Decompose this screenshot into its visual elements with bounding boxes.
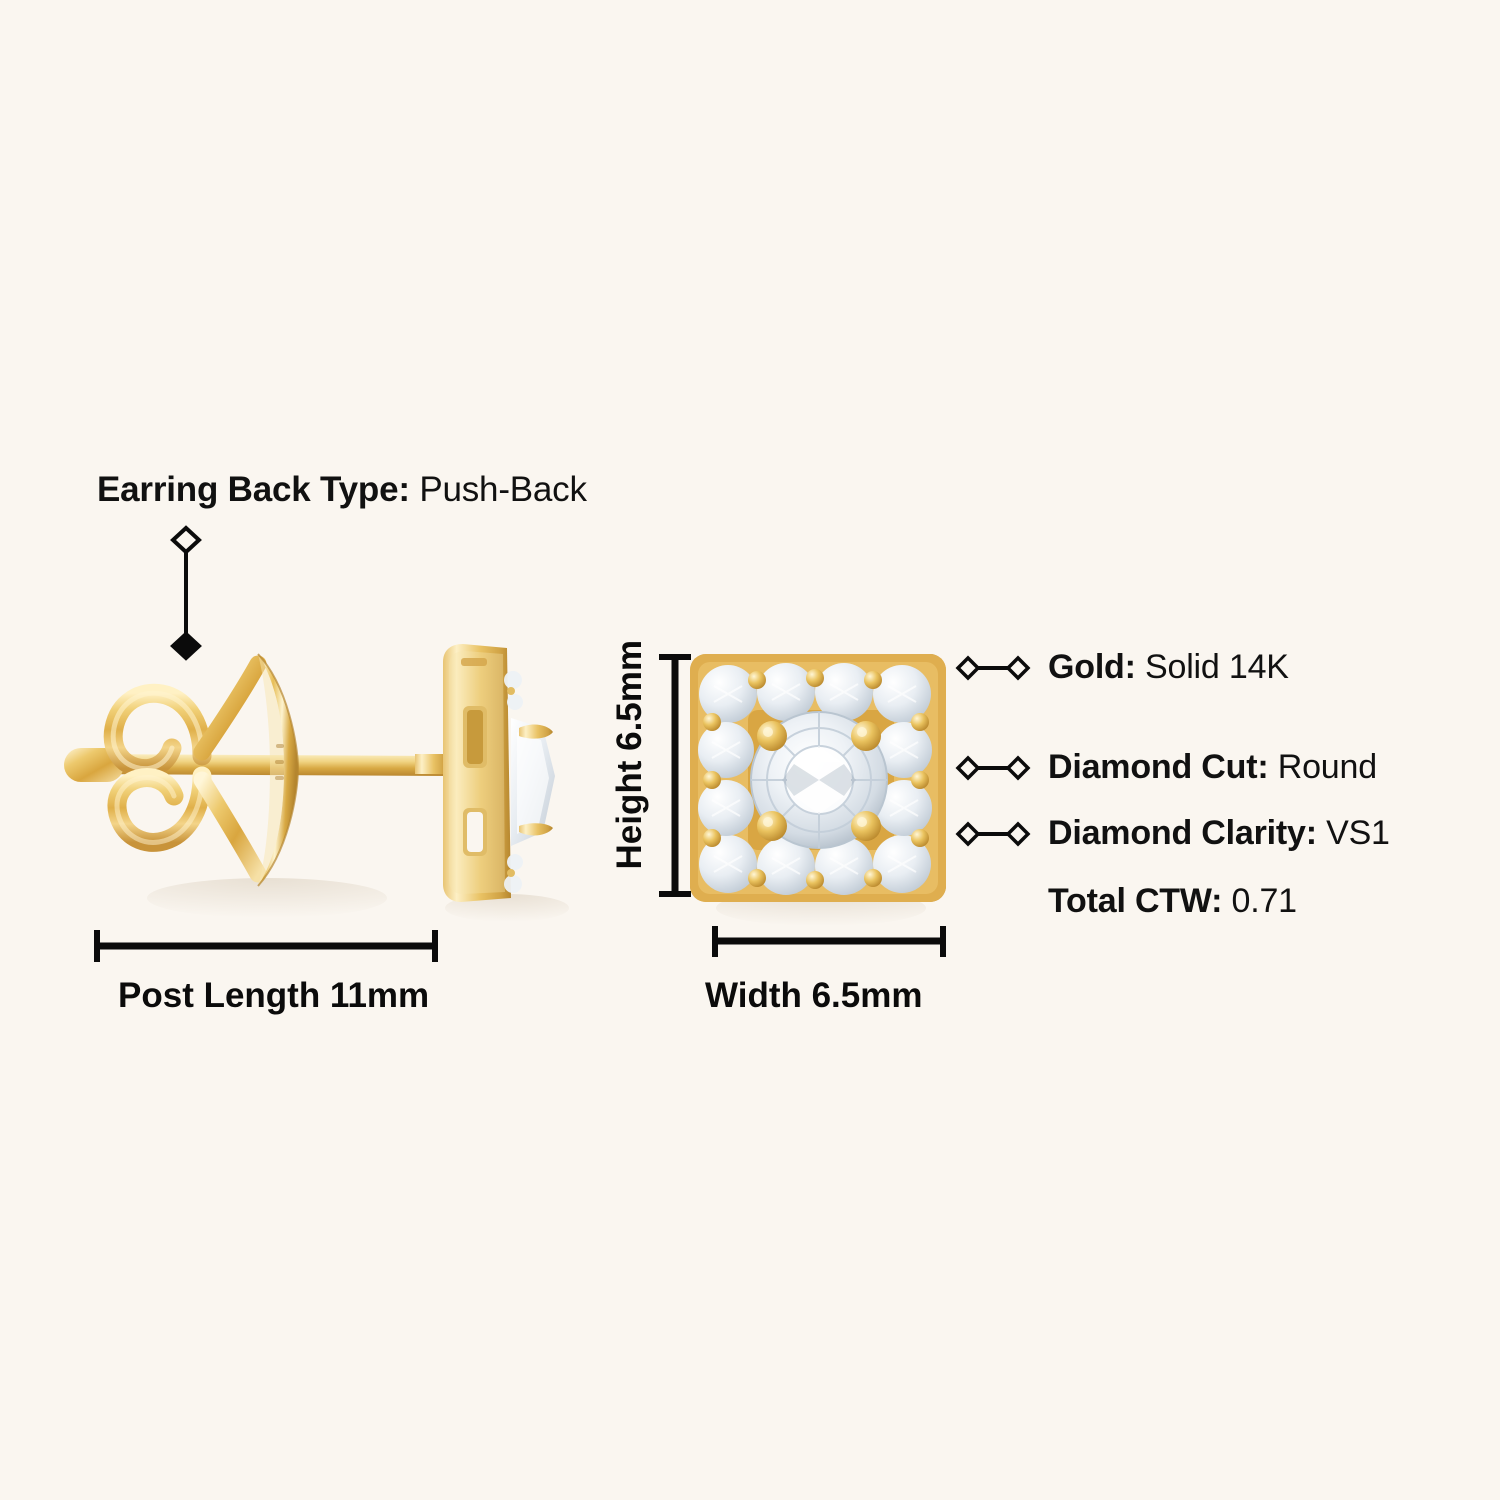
- callout-gold: Gold: Solid 14K: [1048, 650, 1289, 684]
- leader-endpoint-right-gold: [1005, 655, 1031, 681]
- dimension-label-post-length: Post Length 11mm: [118, 976, 430, 1015]
- callout-diamond-clarity: Diamond Clarity: VS1: [1048, 816, 1390, 850]
- leader-endpoint-right-diamond-clarity: [1005, 821, 1031, 847]
- dimension-label-width: Width 6.5mm: [705, 976, 923, 1015]
- leader-endpoint-right-diamond-cut: [1005, 755, 1031, 781]
- callout-diamond-clarity-key: Diamond Clarity:: [1048, 814, 1317, 852]
- earring-back-image: [52, 636, 482, 936]
- callout-gold-value: Solid 14K: [1145, 648, 1289, 686]
- callout-back-type-key: Earring Back Type:: [97, 470, 410, 509]
- earring-side-profile-image: [415, 636, 600, 926]
- callout-diamond-cut-key: Diamond Cut:: [1048, 748, 1269, 786]
- leader-endpoint-open-back-type: [170, 525, 202, 555]
- callout-earring-back-type: Earring Back Type: Push-Back: [97, 472, 587, 507]
- callout-gold-key: Gold:: [1048, 648, 1136, 686]
- dimension-rule-width: [712, 926, 946, 957]
- callout-diamond-cut-value: Round: [1277, 748, 1377, 786]
- callout-total-ctw: Total CTW: 0.71: [1048, 884, 1297, 918]
- square-halo-stud-image: [676, 640, 966, 930]
- callout-diamond-cut: Diamond Cut: Round: [1048, 750, 1377, 784]
- callout-total-ctw-key: Total CTW:: [1048, 882, 1223, 920]
- dimension-label-height: Height 6.5mm: [610, 640, 649, 870]
- callout-diamond-clarity-value: VS1: [1326, 814, 1390, 852]
- callout-total-ctw-value: 0.71: [1231, 882, 1298, 920]
- callout-back-type-value: Push-Back: [419, 470, 587, 509]
